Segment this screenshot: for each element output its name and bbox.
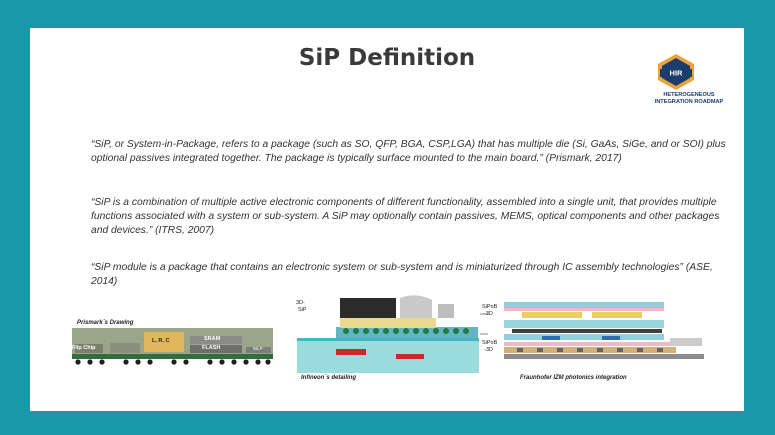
quote-itrs: “SiP is a combination of multiple active…: [91, 197, 720, 236]
hir-logo-badge: HIR: [670, 69, 684, 78]
hir-logo-line1: HETEROGENEOUS: [663, 92, 715, 98]
prismark-label-lrc: L, R, C: [152, 338, 170, 344]
prismark-label-flash: FLASH: [202, 345, 221, 351]
prismark-label-flip-chip: Flip Chip: [72, 345, 96, 351]
prismark-caption: Prismark`s Drawing: [77, 320, 134, 326]
infineon-label-sipob-top: SiPoB: [482, 304, 498, 310]
fraunhofer-caption: Fraunhofer IZM photonics integration: [520, 375, 627, 381]
infineon-label-3d-bottom: -3D: [484, 347, 493, 353]
quote-ase: “SiP module is a package that contains a…: [91, 262, 713, 287]
infineon-caption: Infineon`s detailing: [301, 375, 356, 381]
prismark-label-sram: SRAM: [204, 336, 221, 342]
prismark-label-wlp: WLP: [253, 346, 263, 351]
hir-logo-icon: HIR: [658, 54, 694, 90]
hir-logo: HIR HETEROGENEOUS INTEGRATION ROADMAP: [634, 53, 744, 109]
slide-title: SiP Definition: [298, 45, 476, 71]
hir-logo-text: HETEROGENEOUS INTEGRATION ROADMAP: [634, 92, 744, 106]
infineon-label-sip: SiP: [298, 307, 307, 313]
quote-prismark: “SiP, or System-in-Package, refers to a …: [91, 139, 726, 164]
infineon-label-3d-top: -3D: [484, 311, 493, 317]
prismark-figure: Flip Chip L, R, C SRAM FLASH WLP: [70, 318, 276, 368]
prismark-drawing: [72, 328, 273, 365]
slide: SiP Definition HIR HETEROGENEOUS INTEGRA…: [30, 28, 744, 411]
infineon-figure: 3D- SiP SiPoB -3D SiPoB -3D: [296, 294, 500, 374]
infineon-label-3d: 3D-: [296, 300, 305, 306]
infineon-drawing: [297, 295, 488, 373]
fraunhofer-figure: [502, 300, 712, 368]
fraunhofer-drawing: [504, 302, 704, 359]
infineon-label-sipob-bottom: SiPoB: [482, 340, 498, 346]
hir-logo-line2: INTEGRATION ROADMAP: [654, 99, 724, 105]
